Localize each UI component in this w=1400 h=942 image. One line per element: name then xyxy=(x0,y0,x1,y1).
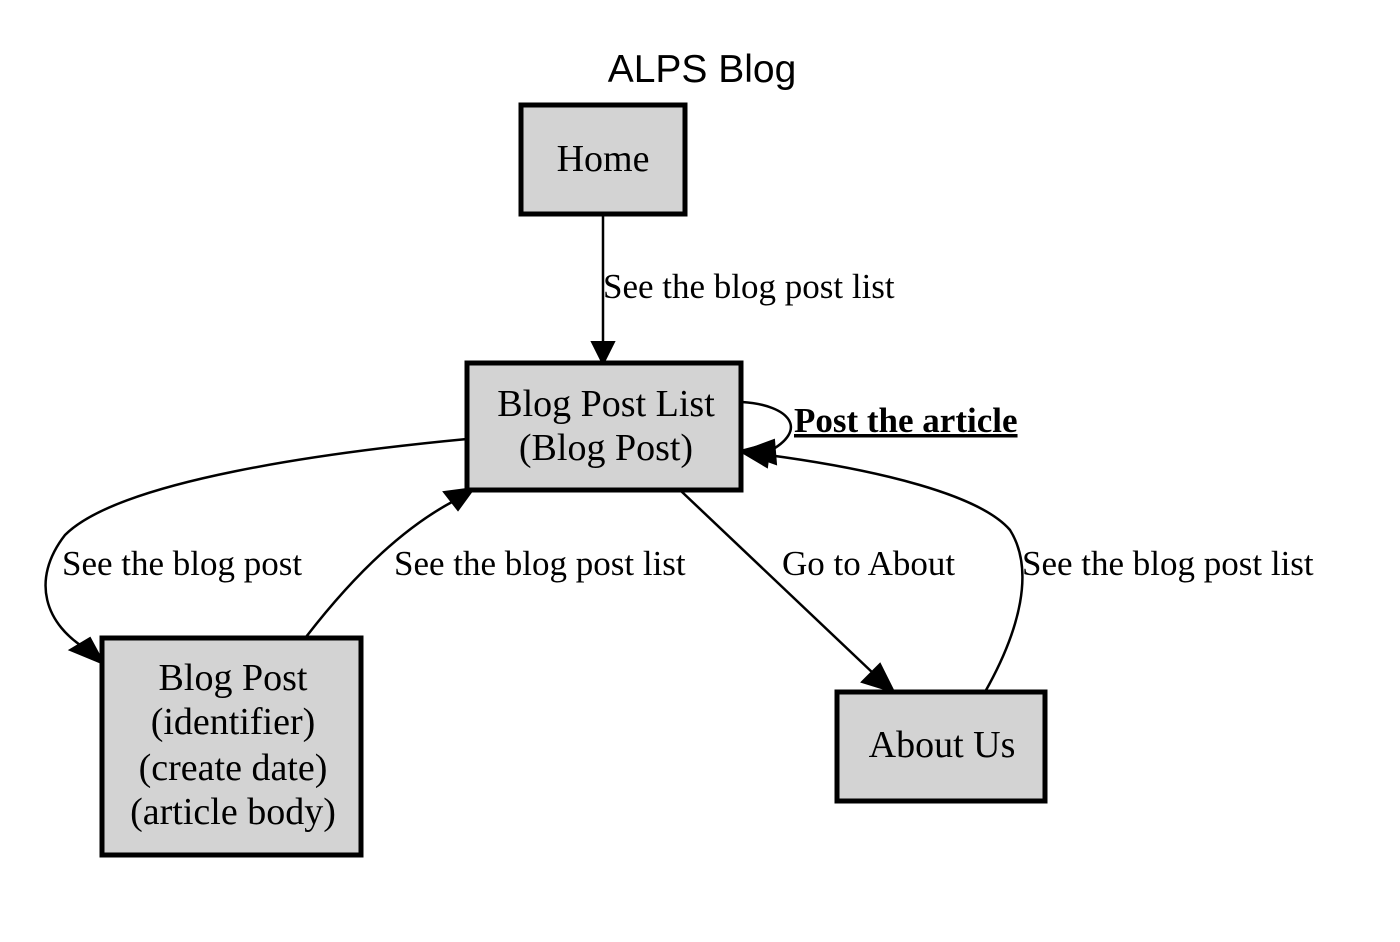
edge-list-to-post: See the blog post xyxy=(44,437,468,666)
arrow-head-icon xyxy=(67,636,107,666)
node-home[interactable]: Home xyxy=(518,102,688,217)
edge-about-to-list: See the blog post list xyxy=(737,441,1314,693)
edge-label-home-to-list: See the blog post list xyxy=(603,267,895,306)
node-blog-post-label-line4: (article body) xyxy=(130,791,336,833)
edge-home-to-list: See the blog post list xyxy=(590,215,895,367)
node-about-us-label: About Us xyxy=(869,724,1016,766)
edge-label-see-post: See the blog post xyxy=(62,544,302,583)
edge-list-self-loop: Post the article xyxy=(739,400,1018,466)
edge-post-to-list: See the blog post list xyxy=(305,486,686,638)
node-blog-post-box xyxy=(99,635,364,858)
node-about-us[interactable]: About Us xyxy=(834,689,1048,804)
node-blog-post-list-label-line1: Blog Post List xyxy=(497,383,715,425)
node-blog-post[interactable]: Blog Post (identifier) (create date) (ar… xyxy=(99,635,364,858)
edge-label-about-to-list: See the blog post list xyxy=(1022,544,1314,583)
arrow-head-icon xyxy=(860,662,896,694)
node-home-box xyxy=(518,102,688,217)
edge-label-post-article: Post the article xyxy=(794,401,1018,440)
node-home-label: Home xyxy=(557,138,650,180)
arrow-head-icon xyxy=(737,441,772,469)
diagram-title: ALPS Blog xyxy=(608,48,797,91)
arrow-head-icon xyxy=(590,341,616,367)
node-blog-post-list-label-line2: (Blog Post) xyxy=(519,427,693,469)
arrow-head-icon xyxy=(442,486,477,512)
node-blog-post-label-line2: (identifier) xyxy=(151,701,316,743)
edge-label-post-to-list: See the blog post list xyxy=(394,544,686,583)
node-about-us-box xyxy=(834,689,1048,804)
node-blog-post-label-line1: Blog Post xyxy=(159,657,308,699)
edge-label-go-about: Go to About xyxy=(782,544,955,583)
edge-list-to-about: Go to About xyxy=(680,490,955,694)
node-blog-post-list[interactable]: Blog Post List (Blog Post) xyxy=(464,360,744,493)
node-blog-post-list-box xyxy=(464,360,744,493)
node-blog-post-label-line3: (create date) xyxy=(139,747,328,789)
